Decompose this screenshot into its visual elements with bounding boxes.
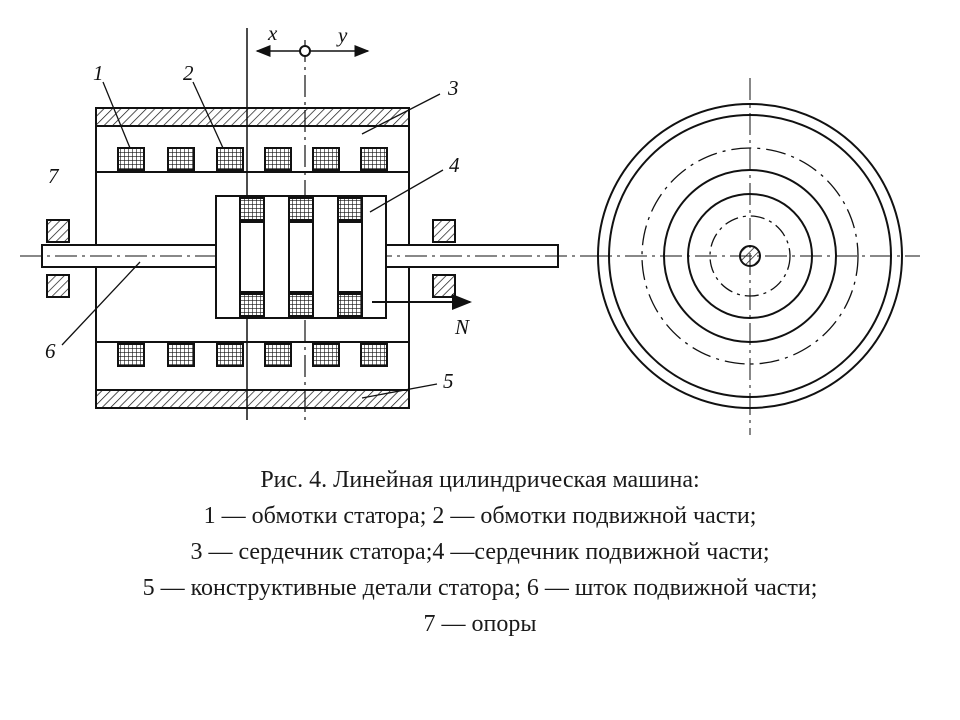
outer-circle xyxy=(597,103,903,409)
origin-point xyxy=(299,45,311,57)
moving-windings xyxy=(239,197,363,317)
stator-windings-bottom xyxy=(117,343,388,367)
label-5: 5 xyxy=(443,369,454,393)
label-3: 3 xyxy=(447,76,459,100)
label-7: 7 xyxy=(48,164,60,188)
moving-core-teeth xyxy=(239,221,363,293)
caption-line-5: 7 — опоры xyxy=(423,611,537,637)
label-x: x xyxy=(267,21,278,45)
linear-machine-diagram: 1 2 3 4 5 6 7 x y N xyxy=(20,21,920,435)
caption-line-3: 3 — сердечник статора;4 —сердечник подви… xyxy=(190,539,770,565)
label-N: N xyxy=(454,315,470,339)
caption-line-2: 1 — обмотки статора; 2 — обмотки подвижн… xyxy=(203,503,757,529)
end-view xyxy=(590,78,920,435)
caption-title: Рис. 4. Линейная цилиндрическая машина: xyxy=(260,467,700,493)
label-6: 6 xyxy=(45,339,56,363)
label-y: y xyxy=(336,23,348,47)
stator-top-plate xyxy=(95,107,410,127)
label-4: 4 xyxy=(449,153,460,177)
label-2: 2 xyxy=(183,61,194,85)
stator-bottom-plate xyxy=(95,389,410,409)
leader-lines xyxy=(61,81,444,399)
shaft-section xyxy=(739,245,761,267)
stator-windings-top xyxy=(117,147,388,171)
label-1: 1 xyxy=(93,61,104,85)
supports xyxy=(46,219,456,298)
side-view xyxy=(20,28,590,420)
caption-line-4: 5 — конструктивные детали статора; 6 — ш… xyxy=(142,575,818,601)
